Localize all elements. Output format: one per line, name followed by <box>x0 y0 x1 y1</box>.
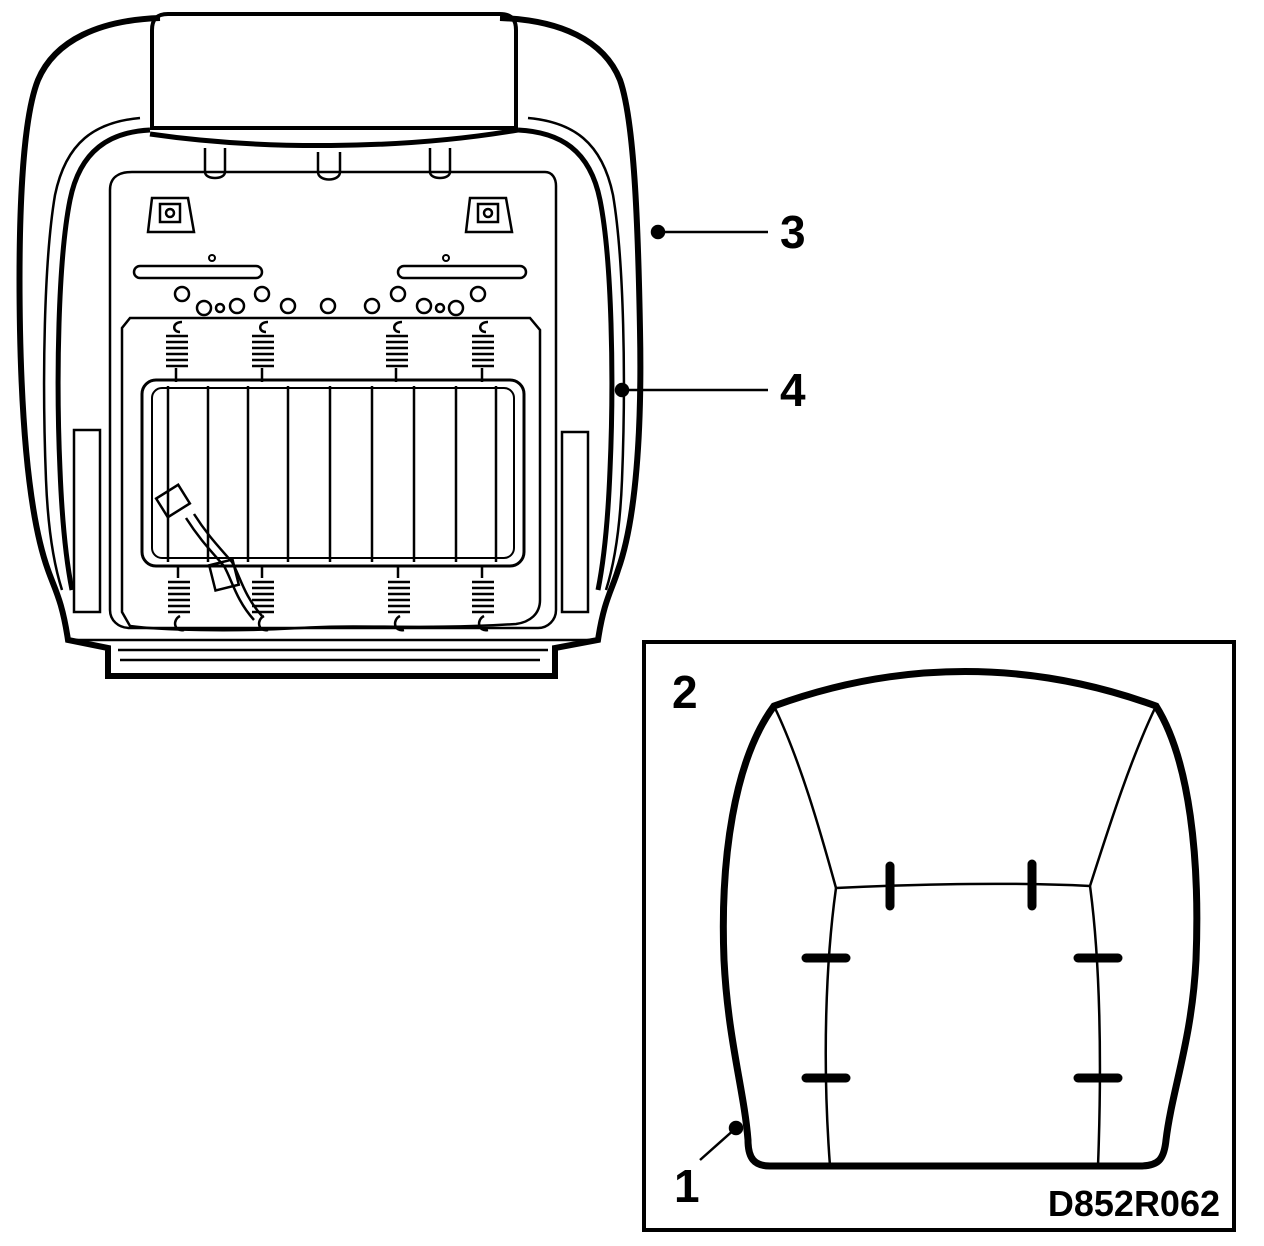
connector-upper <box>154 483 192 519</box>
detail-inset: 2 1 D852R062 <box>642 640 1236 1232</box>
mounting-holes <box>173 285 487 317</box>
slot-right <box>396 264 528 280</box>
callout-4: 4 <box>780 364 806 416</box>
seam-top-center <box>835 882 1091 890</box>
inner-frame-tube-edge <box>42 116 626 591</box>
seat-back-cover-outline <box>16 15 644 679</box>
springs-upper <box>166 320 494 382</box>
wire-grid-inner <box>151 387 515 559</box>
leader-lines <box>614 224 768 398</box>
inset-border <box>642 640 1236 1232</box>
leader-dot-4 <box>614 382 630 398</box>
leader-dot-1 <box>728 1120 744 1136</box>
seat-back-frame <box>16 12 644 679</box>
headrest-block <box>150 12 518 130</box>
springs-lower <box>168 566 494 632</box>
cover-pad-outline <box>719 668 1201 1170</box>
cover-pad <box>719 668 1201 1170</box>
left-side-bracket <box>72 428 102 614</box>
mount-bracket-left <box>146 196 196 234</box>
seam-left-vertical <box>824 887 838 1167</box>
connector-lower <box>207 557 241 593</box>
seam-left-upper <box>772 705 838 889</box>
callout-1: 1 <box>674 1160 700 1212</box>
wire-grid-bars <box>166 386 498 562</box>
right-side-bracket <box>560 430 590 614</box>
seam-right-upper <box>1088 705 1158 887</box>
wiring-harness <box>154 483 263 621</box>
mount-bracket-right <box>464 196 514 234</box>
callout-3: 3 <box>780 206 806 258</box>
seam-right-vertical <box>1088 885 1102 1167</box>
back-plate <box>108 170 558 630</box>
leader-line-1 <box>699 1120 744 1161</box>
retaining-clips <box>801 859 1123 1083</box>
inner-frame-tube <box>55 127 615 591</box>
headrest-guide-tabs <box>203 148 452 181</box>
bottom-rail <box>72 638 596 662</box>
figure-reference: D852R062 <box>1048 1183 1220 1224</box>
wire-grid-outer <box>140 378 526 568</box>
spring-panel <box>120 316 542 632</box>
headrest-lower-edge <box>149 127 519 149</box>
leader-dot-3 <box>650 224 666 240</box>
slot-left <box>132 264 264 280</box>
callout-2: 2 <box>672 666 698 718</box>
